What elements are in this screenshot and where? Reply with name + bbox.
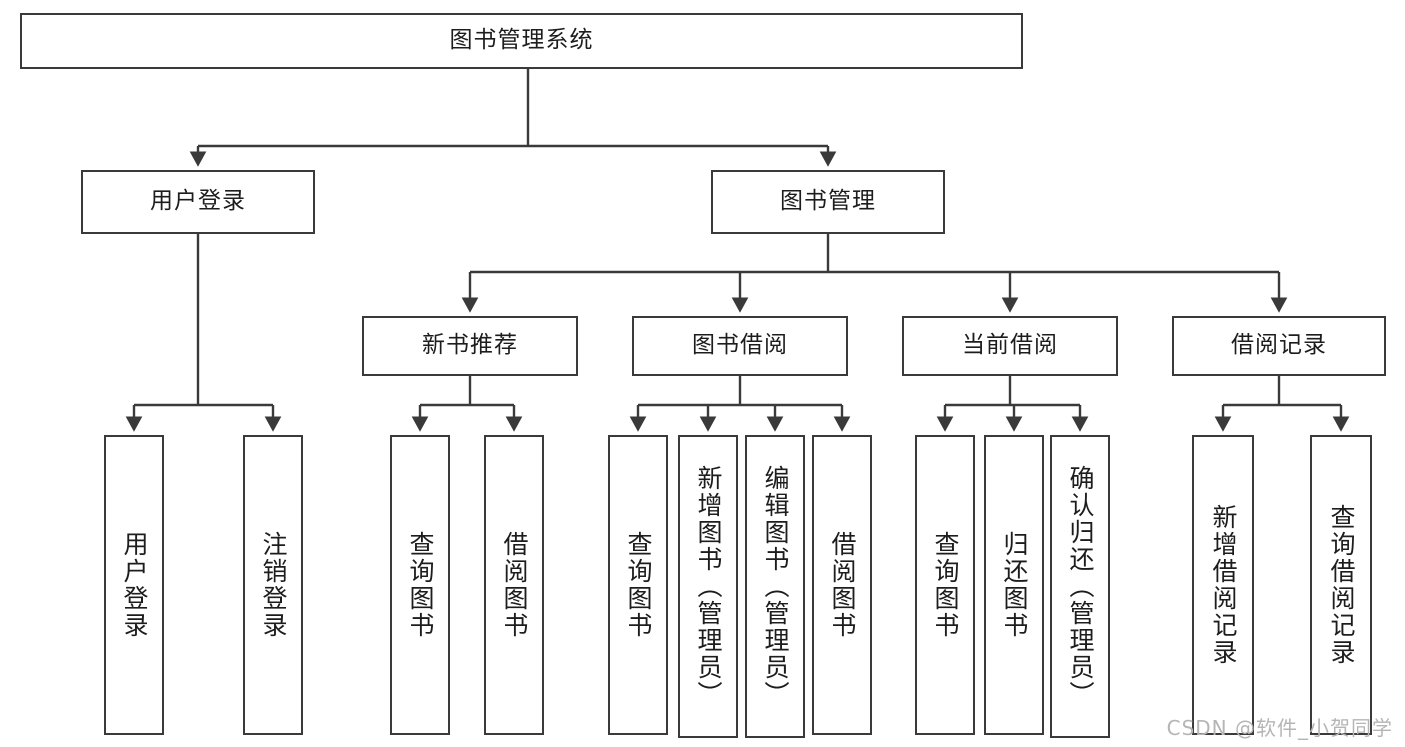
node-leaf-query-book-1[interactable]: 查询图书 xyxy=(390,435,450,735)
node-leaf-edit-book[interactable]: 编辑图书（管理员） xyxy=(745,435,805,738)
node-label: 图书借阅 xyxy=(692,332,788,359)
node-label: 归还图书 xyxy=(1000,531,1029,639)
node-leaf-add-record[interactable]: 新增借阅记录 xyxy=(1192,435,1254,735)
node-leaf-query-book-3[interactable]: 查询图书 xyxy=(915,435,975,735)
node-label: 用户登录 xyxy=(120,531,149,639)
node-book-borrow[interactable]: 图书借阅 xyxy=(632,316,848,376)
node-leaf-borrow-book-1[interactable]: 借阅图书 xyxy=(484,435,544,735)
node-label: 借阅记录 xyxy=(1231,332,1327,359)
node-label: 用户登录 xyxy=(150,188,246,215)
node-label: 确认归还（管理员） xyxy=(1066,465,1095,708)
node-label: 图书管理系统 xyxy=(449,27,594,54)
node-book-manage[interactable]: 图书管理 xyxy=(711,170,945,234)
node-label: 当前借阅 xyxy=(962,332,1058,359)
node-borrow-record[interactable]: 借阅记录 xyxy=(1172,316,1386,376)
node-current-borrow[interactable]: 当前借阅 xyxy=(902,316,1118,376)
node-label: 新增借阅记录 xyxy=(1209,504,1238,666)
node-label: 图书管理 xyxy=(780,188,876,215)
node-label: 查询借阅记录 xyxy=(1327,504,1356,666)
node-label: 查询图书 xyxy=(406,531,435,639)
node-leaf-query-record[interactable]: 查询借阅记录 xyxy=(1310,435,1372,735)
node-root-system[interactable]: 图书管理系统 xyxy=(20,13,1023,69)
watermark: CSDN @软件_小贺同学 xyxy=(1166,716,1393,740)
node-label: 新书推荐 xyxy=(422,332,518,359)
node-leaf-add-book[interactable]: 新增图书（管理员） xyxy=(678,435,738,738)
node-leaf-user-login[interactable]: 用户登录 xyxy=(104,435,164,735)
node-label: 注销登录 xyxy=(259,531,288,639)
node-leaf-borrow-book-2[interactable]: 借阅图书 xyxy=(812,435,872,735)
node-user-login[interactable]: 用户登录 xyxy=(81,170,315,234)
node-leaf-query-book-2[interactable]: 查询图书 xyxy=(608,435,668,735)
node-label: 借阅图书 xyxy=(500,531,529,639)
node-label: 借阅图书 xyxy=(828,531,857,639)
node-label: 查询图书 xyxy=(624,531,653,639)
node-new-book-recommend[interactable]: 新书推荐 xyxy=(362,316,578,376)
node-label: 查询图书 xyxy=(931,531,960,639)
node-label: 新增图书（管理员） xyxy=(694,465,723,708)
node-leaf-logout[interactable]: 注销登录 xyxy=(243,435,303,735)
node-leaf-return-book[interactable]: 归还图书 xyxy=(984,435,1044,735)
node-label: 编辑图书（管理员） xyxy=(761,465,790,708)
node-leaf-confirm-return[interactable]: 确认归还（管理员） xyxy=(1050,435,1110,738)
